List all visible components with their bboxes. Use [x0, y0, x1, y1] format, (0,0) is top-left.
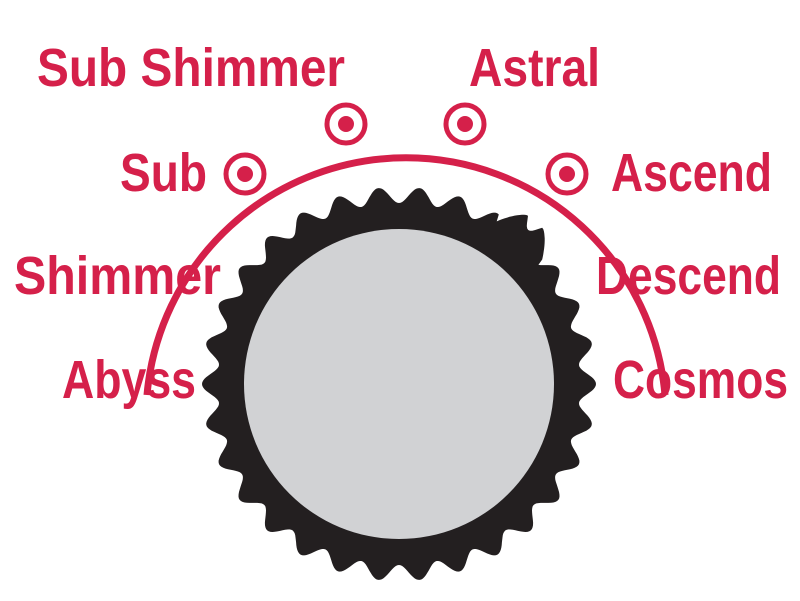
mode-label-ascend[interactable]: Ascend	[611, 143, 772, 203]
position-marker-sub-shimmer[interactable]	[324, 102, 368, 146]
position-marker-ascend[interactable]	[545, 152, 589, 196]
mode-label-abyss[interactable]: Abyss	[62, 350, 196, 410]
position-marker-sub[interactable]	[223, 152, 267, 196]
mode-label-descend[interactable]: Descend	[596, 246, 781, 306]
knob-cap	[244, 229, 554, 539]
mode-label-shimmer[interactable]: Shimmer	[14, 246, 221, 306]
mode-label-cosmos[interactable]: Cosmos	[613, 350, 788, 410]
position-marker-astral[interactable]	[443, 102, 487, 146]
dial-scale-arc	[143, 154, 669, 396]
rotary-knob[interactable]	[202, 188, 596, 580]
mode-label-astral[interactable]: Astral	[469, 38, 600, 98]
mode-label-sub[interactable]: Sub	[120, 143, 207, 203]
mode-label-sub-shimmer[interactable]: Sub Shimmer	[37, 38, 345, 98]
